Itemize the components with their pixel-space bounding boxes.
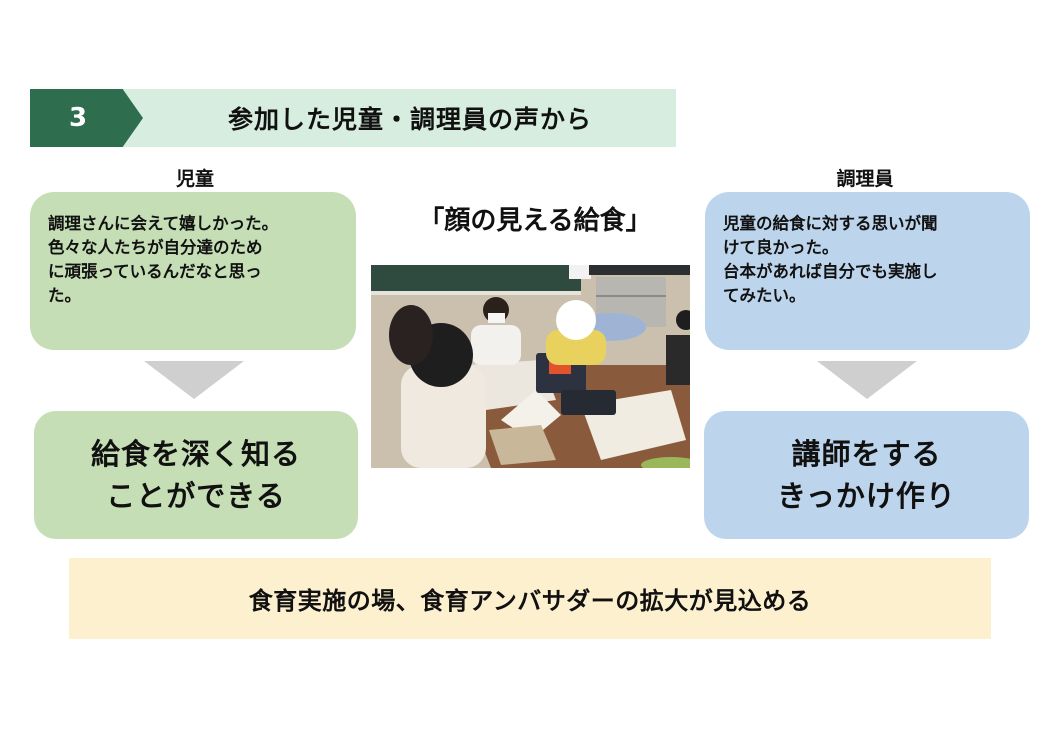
arrow-down-icon [144,361,244,399]
conclusion-banner: 食育実施の場、食育アンバサダーの拡大が見込める [69,558,991,639]
children-result-box: 給食を深く知る ことができる [34,411,358,539]
arrow-down-icon [817,361,917,399]
children-label: 児童 [175,168,214,190]
section-number-chevron [30,89,143,147]
section-number: 3 [68,103,88,133]
cooks-result-box: 講師をする きっかけ作り [704,411,1029,539]
children-voice-box: 調理さんに会えて嬉しかった。 色々な人たちが自分達のため に頑張っているんだなと… [30,192,356,350]
photo-image [371,265,690,468]
section-title: 参加した児童・調理員の声から [227,105,592,134]
cooks-voice-box: 児童の給食に対する思いが聞 けて良かった。 台本があれば自分でも実施し てみたい… [705,192,1030,350]
center-title: 「顔の見える給食」 [418,205,652,236]
cooks-label: 調理員 [836,168,894,190]
classroom-photo [371,265,690,468]
